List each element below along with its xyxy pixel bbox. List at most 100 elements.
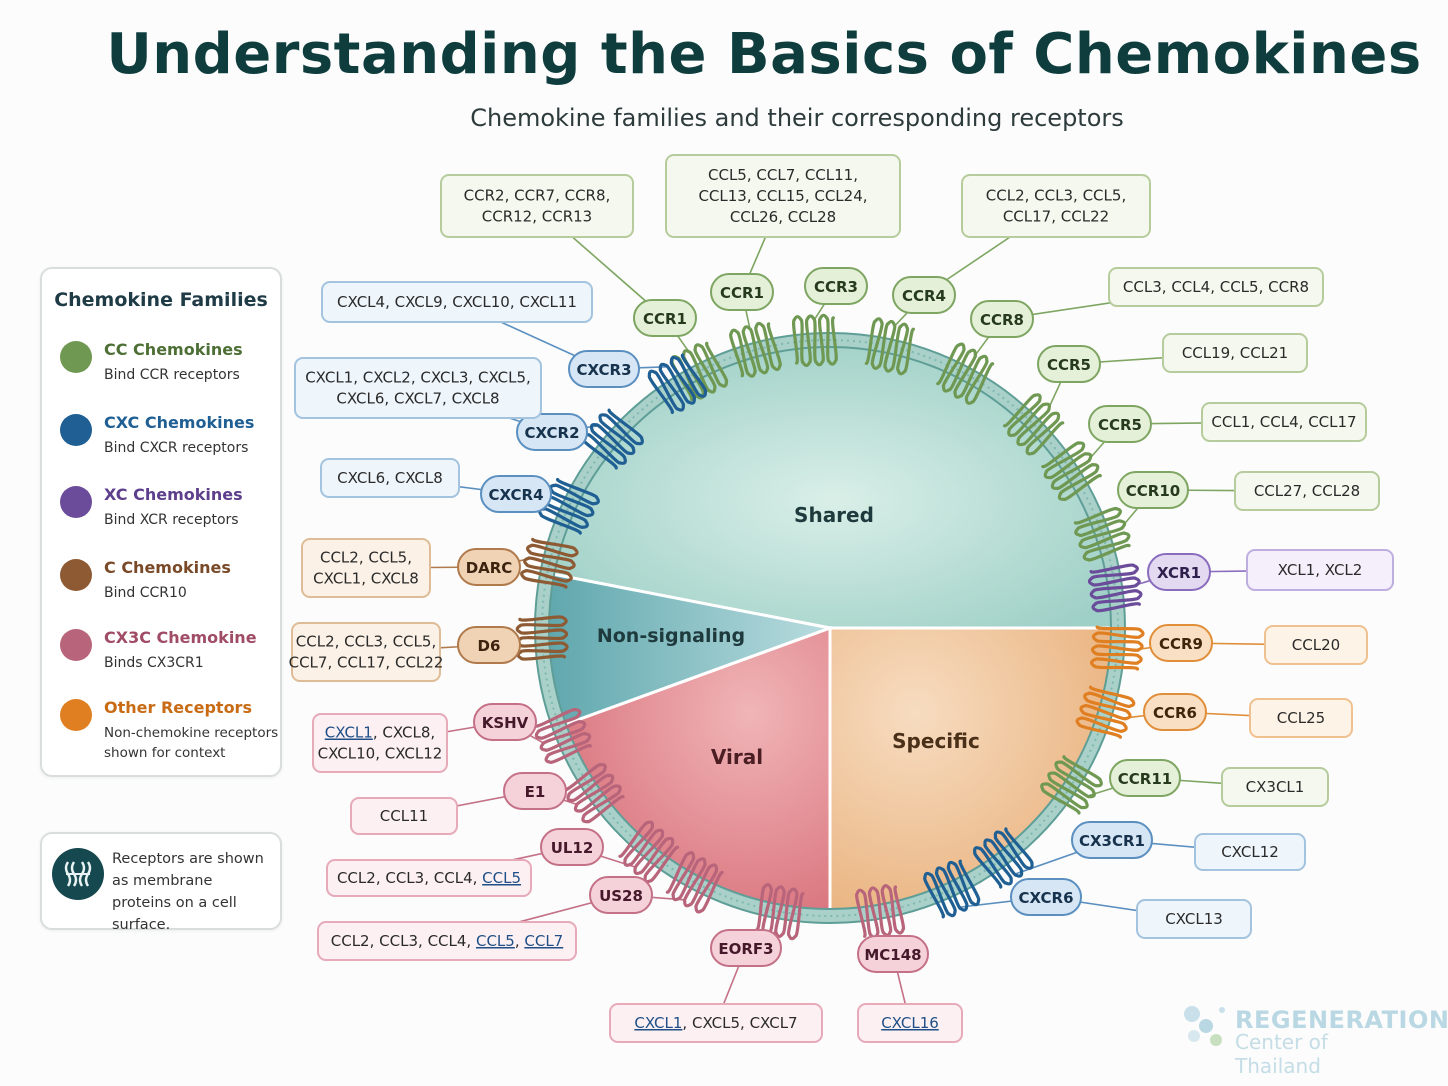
receptor-name: CCR4 xyxy=(902,287,946,305)
ligand-box-shape xyxy=(857,1003,963,1043)
receptor-node-cxcr6[interactable]: CXCR6 xyxy=(1010,878,1082,916)
receptor-node-ccr1[interactable]: CCR1 xyxy=(710,273,774,311)
legend-item-cc: CC Chemokines Bind CCR receptors xyxy=(58,337,278,393)
legend-item-cxc: CXC Chemokines Bind CXCR receptors xyxy=(58,410,278,466)
receptor-name: CCR1 xyxy=(643,310,687,328)
ligand-box-shape xyxy=(1246,549,1394,591)
ligand-box: CCL25 xyxy=(1249,698,1353,738)
receptor-helix-icon xyxy=(520,537,579,589)
ligand-text: CXCL1, CXCL8 xyxy=(313,570,419,588)
ligand-box-shape xyxy=(961,174,1151,238)
ligand-text: CCR2, CCR7, CCR8, xyxy=(464,187,611,205)
receptor-name: CCR5 xyxy=(1098,416,1142,434)
ligand-text: CCL2, CCL5, xyxy=(320,549,412,567)
receptor-name: CXCR2 xyxy=(524,424,579,442)
receptor-helix-icon xyxy=(936,342,995,405)
ligand-text: CXCL6, CXCL8 xyxy=(337,469,443,487)
receptor-node-xcr1[interactable]: XCR1 xyxy=(1147,553,1211,591)
sector-labels: Shared Non-signaling Viral Specific xyxy=(597,503,980,769)
receptor-helix-icon xyxy=(1040,755,1103,815)
ligand-text: CCL25 xyxy=(1277,709,1325,727)
receptor-node-cxcr2[interactable]: CXCR2 xyxy=(516,413,588,451)
receptor-helix-icon xyxy=(534,708,592,764)
receptor-name: D6 xyxy=(478,637,501,655)
receptor-node-ccr3[interactable]: CCR3 xyxy=(804,267,868,305)
ligand-box: CCL5, CCL7, CCL11,CCL13, CCL15, CCL24,CC… xyxy=(665,154,901,238)
receptor-node-ccr5[interactable]: CCR5 xyxy=(1037,345,1101,383)
receptor-node-shape xyxy=(1037,345,1101,383)
receptor-node-shape xyxy=(1149,624,1213,662)
ligand-box-shape xyxy=(301,538,431,598)
ligand-text: CXCL13 xyxy=(1165,910,1223,928)
ligand-box-shape xyxy=(1234,471,1380,511)
receptor-node-eorf3[interactable]: EORF3 xyxy=(710,929,782,967)
receptor-helix-icon xyxy=(1073,507,1131,562)
ligand-text: CCL2, CCL3, CCL4, CCL5, CCL7 xyxy=(331,932,563,950)
ligand-box-shape xyxy=(1221,767,1329,807)
legend-name: XC Chemokines xyxy=(104,485,243,504)
legend-dot-xc xyxy=(60,486,92,518)
legend-name: CC Chemokines xyxy=(104,340,243,359)
receptor-node-cxcr3[interactable]: CXCR3 xyxy=(568,350,640,388)
ligand-box: CXCL4, CXCL9, CXCL10, CXCL11 xyxy=(321,281,593,323)
ligand-box: CCL2, CCL3, CCL4, CCL5, CCL7 xyxy=(317,921,577,961)
receptor-node-ul12[interactable]: UL12 xyxy=(540,828,604,866)
ligand-text: CCL20 xyxy=(1292,636,1340,654)
logo-line1: REGENERATION xyxy=(1235,1006,1448,1034)
legend-name: C Chemokines xyxy=(104,558,231,577)
receptor-node-ccr8[interactable]: CCR8 xyxy=(970,300,1034,338)
receptor-name: CXCR4 xyxy=(488,486,543,504)
note-panel: Receptors are shown as membrane proteins… xyxy=(40,832,282,933)
legend-desc: Bind CCR receptors xyxy=(104,367,240,383)
sector-label-shared: Shared xyxy=(794,503,874,527)
receptor-node-e1[interactable]: E1 xyxy=(503,772,567,810)
ligand-box: XCL1, XCL2 xyxy=(1246,549,1394,591)
note-text: Receptors are shown as membrane proteins… xyxy=(112,851,264,933)
receptor-node-darc[interactable]: DARC xyxy=(457,548,521,586)
receptor-node-ccr5[interactable]: CCR5 xyxy=(1088,405,1152,443)
receptor-helix-icon xyxy=(665,851,724,914)
receptor-node-ccr10[interactable]: CCR10 xyxy=(1117,471,1189,509)
receptor-helices xyxy=(515,313,1145,941)
ligand-box: CCL2, CCL3, CCL4, CCL5 xyxy=(326,859,532,897)
logo: REGENERATION Center of Thailand xyxy=(1180,1000,1448,1078)
receptor-helix-icon xyxy=(1090,625,1145,671)
receptor-name: CXCR3 xyxy=(576,361,631,379)
receptor-helix-icon xyxy=(1003,393,1065,456)
receptor-node-d6[interactable]: D6 xyxy=(457,626,521,664)
ligand-text: CXCL1, CXCL8, xyxy=(325,724,435,742)
receptor-node-ccr11[interactable]: CCR11 xyxy=(1109,759,1181,797)
receptor-name: CX3CR1 xyxy=(1079,832,1145,850)
receptor-helix-icon xyxy=(1075,685,1136,739)
receptor-node-mc148[interactable]: MC148 xyxy=(857,935,929,973)
receptor-node-cx3cr1[interactable]: CX3CR1 xyxy=(1071,821,1153,859)
legend-desc: Bind CCR10 xyxy=(104,585,187,601)
receptor-node-shape xyxy=(568,350,640,388)
receptor-name: CCR1 xyxy=(720,284,764,302)
legend-dot-cxc xyxy=(60,414,92,446)
receptor-node-ccr4[interactable]: CCR4 xyxy=(892,276,956,314)
receptor-node-kshv[interactable]: KSHV xyxy=(473,703,537,741)
receptor-node-shape xyxy=(1117,471,1189,509)
ligand-box: CXCL13 xyxy=(1136,899,1252,939)
ligand-box: CCL11 xyxy=(350,797,458,835)
ligand-text: CCR12, CCR13 xyxy=(482,208,592,226)
receptor-node-shape xyxy=(457,548,521,586)
legend-item-xc: XC Chemokines Bind XCR receptors xyxy=(58,482,278,538)
receptor-node-us28[interactable]: US28 xyxy=(589,876,653,914)
legend-dot-cx3c xyxy=(60,629,92,661)
ligand-box: CCL2, CCL3, CCL5,CCL7, CCL17, CCL22 xyxy=(289,622,443,682)
ligand-boxes: CCR2, CCR7, CCR8, CCR12, CCR13 CCL5, CCL7,… xyxy=(289,154,1394,1043)
receptor-node-ccr9[interactable]: CCR9 xyxy=(1149,624,1213,662)
ligand-text: CCL27, CCL28 xyxy=(1254,482,1360,500)
receptor-node-ccr1[interactable]: CCR1 xyxy=(633,299,697,337)
ligand-box-shape xyxy=(609,1003,823,1043)
legend-desc: Non-chemokine receptors shown for contex… xyxy=(104,725,279,761)
legend-panel: Chemokine Families CC Chemokines Bind CC… xyxy=(40,267,282,777)
receptor-node-cxcr4[interactable]: CXCR4 xyxy=(480,475,552,513)
receptor-node-ccr6[interactable]: CCR6 xyxy=(1143,693,1207,731)
ligand-box-shape xyxy=(350,797,458,835)
legend-title: Chemokine Families xyxy=(54,289,268,311)
sector-label-nonsignaling: Non-signaling xyxy=(597,625,745,647)
legend-item-c: C Chemokines Bind CCR10 xyxy=(58,555,278,611)
